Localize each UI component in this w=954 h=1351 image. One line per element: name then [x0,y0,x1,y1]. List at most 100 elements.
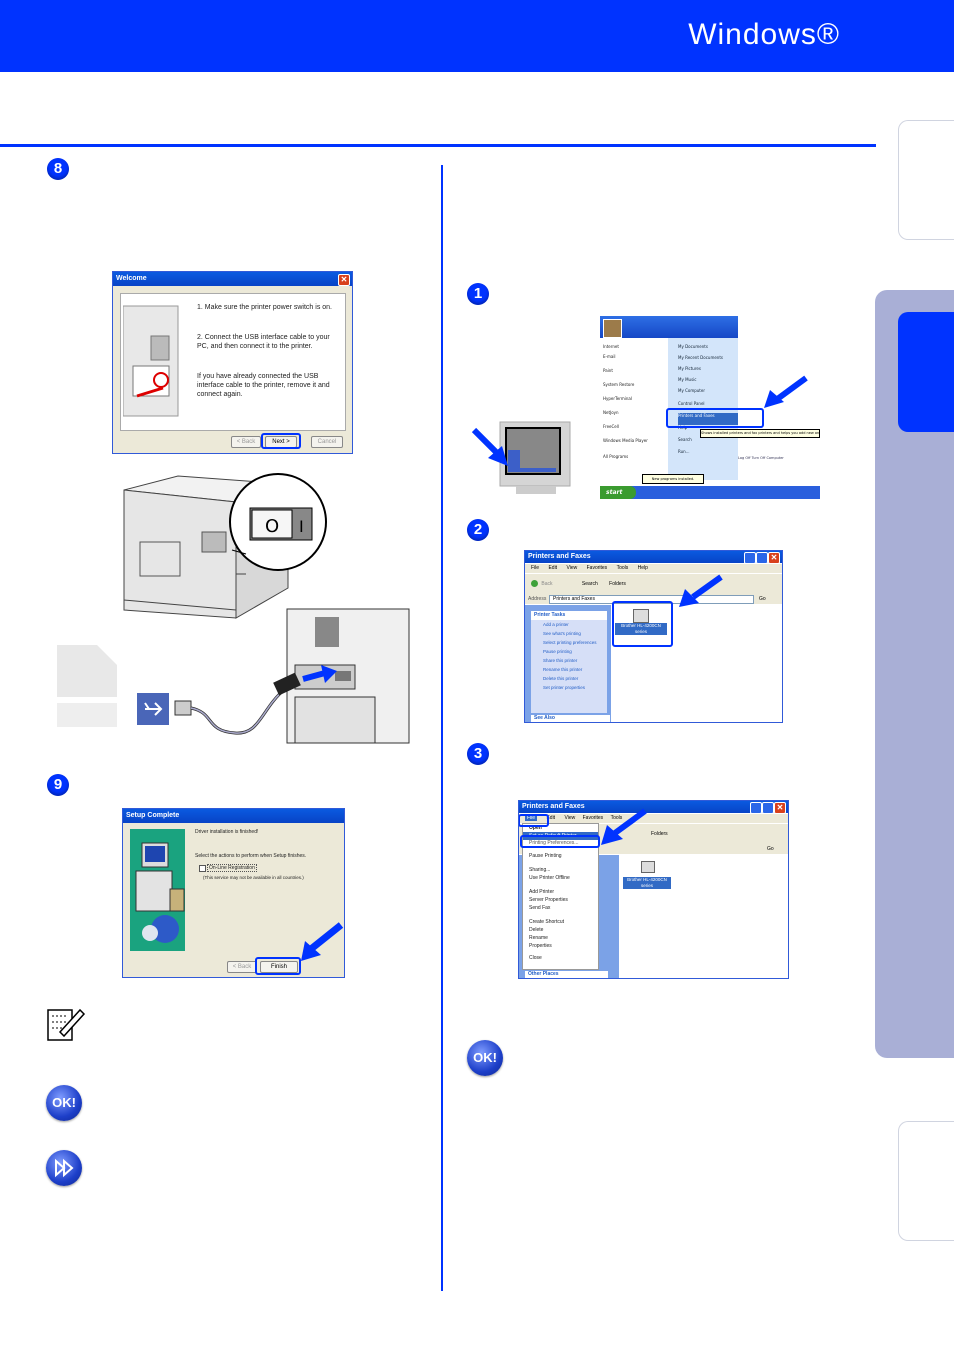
close-icon[interactable]: ✕ [768,552,780,564]
task-link[interactable]: Add a printer [543,622,569,627]
other-places-header[interactable]: Other Places [525,971,608,978]
close-icon[interactable]: ✕ [338,274,350,286]
maximize-icon[interactable] [762,802,774,814]
start-right-item[interactable]: My Documents [678,344,708,349]
start-menu-screenshot: Internet E-mail Paint System Restore Hyp… [600,316,820,499]
printer-tasks-header[interactable]: Printer Tasks [531,611,607,620]
welcome-content: 1. Make sure the printer power switch is… [120,293,346,431]
printer-item[interactable]: Brother HL-4200CN series [623,859,673,893]
maximize-icon[interactable] [756,552,768,564]
online-registration-checkbox[interactable] [199,865,206,872]
printer-item[interactable]: Brother HL-4200CN series [613,607,673,647]
menu-favorites[interactable]: Favorites [586,565,608,571]
finish-button[interactable]: Finish [260,961,298,973]
task-link[interactable]: Set printer properties [543,685,586,690]
start-right-item[interactable]: My Recent Documents [678,355,723,360]
note-icon [47,1008,86,1041]
menu-view[interactable]: View [566,565,578,571]
setup-note: (This service may not be available in al… [203,875,304,880]
task-link[interactable]: Rename this printer [543,667,583,672]
menu-item-open[interactable]: Open [529,825,542,831]
printers-and-faxes-item[interactable]: Printers and Faxes [678,413,738,425]
search-label[interactable]: Search [581,581,598,587]
task-link[interactable]: Share this printer [543,658,578,663]
start-item[interactable]: HyperTerminal [603,396,632,401]
start-item[interactable]: Internet [603,344,619,349]
menu-view[interactable]: View [564,815,576,821]
menu-item-create-shortcut[interactable]: Create Shortcut [529,919,565,925]
minimize-icon[interactable] [750,802,762,814]
start-item[interactable]: NetJoyn [603,410,619,415]
menu-item-sharing[interactable]: Sharing... [529,867,551,873]
start-menu-left: Internet E-mail Paint System Restore Hyp… [600,338,669,480]
start-right-item[interactable]: My Computer [678,388,705,393]
menu-item-preferences[interactable]: Printing Preferences... [529,840,579,846]
start-item[interactable]: Paint [603,368,613,373]
menu-edit[interactable]: Edit [546,815,556,821]
cancel-button[interactable]: Cancel [311,436,343,448]
next-steps-badge [46,1150,82,1186]
file-window-title: Printers and Faxes [522,803,585,810]
pointer-arrow-icon [601,808,647,845]
close-icon[interactable]: ✕ [774,802,786,814]
menu-file[interactable]: File [525,815,538,821]
side-tab-bottom [898,1121,954,1241]
address-input[interactable]: Printers and Faxes [549,595,754,604]
menu-item-add-printer[interactable]: Add Printer [529,889,555,895]
menu-favorites[interactable]: Favorites [582,815,604,821]
welcome-dialog-titlebar: Welcome ✕ [113,272,352,286]
start-right-item[interactable]: Search [678,437,692,442]
minimize-icon[interactable] [744,552,756,564]
menu-item-server-properties[interactable]: Server Properties [529,897,568,903]
menu-help[interactable]: Help [637,565,648,571]
menu-item-offline[interactable]: Use Printer Offline [529,875,570,881]
menu-item-properties[interactable]: Properties [529,943,552,949]
back-icon[interactable] [531,580,538,588]
task-link[interactable]: Delete this printer [543,676,579,681]
next-highlight [261,433,301,449]
menu-item-send-fax[interactable]: Send Fax [529,905,551,911]
menu-item-pause[interactable]: Pause Printing [529,853,562,859]
menu-item-delete[interactable]: Delete [529,927,544,933]
start-right-item[interactable]: My Pictures [678,366,701,371]
back-button[interactable]: < Back [231,436,261,448]
start-right-item[interactable]: Run... [678,449,690,454]
setup-line-1: Driver installation is finished! [195,829,259,835]
start-item[interactable]: System Restore [603,382,635,387]
page-header: Windows® [0,0,954,72]
menu-item-close[interactable]: Close [529,955,542,961]
start-right-item[interactable]: Control Panel [678,401,705,406]
horizontal-rule [0,144,876,147]
printer-label: Brother HL-4200CN series [623,877,671,889]
start-item[interactable]: E-mail [603,354,616,359]
task-list: Add a printer See what's printing Select… [531,620,607,692]
start-button[interactable]: start [600,486,636,499]
file-window-titlebar: Printers and Faxes ✕ [519,801,788,814]
printers-window-titlebar: Printers and Faxes ✕ [525,551,782,564]
log-off-text: Log Off Turn Off Computer [738,456,784,460]
balloon: New programs installed. [642,474,704,484]
see-also-header[interactable]: See Also [531,715,610,722]
start-item[interactable]: FreeCell [603,424,619,429]
all-programs[interactable]: All Programs [603,454,629,459]
menu-item-rename[interactable]: Rename [529,935,548,941]
start-right-item[interactable]: My Music [678,377,697,382]
start-menu-header [600,316,738,338]
go-button[interactable]: Go [759,596,766,602]
task-link[interactable]: Pause printing [543,649,572,654]
usb-cable-illustration [57,608,410,744]
printer-connection-illustration [123,305,179,417]
back-button[interactable]: < Back [227,961,257,973]
side-tab-active [898,312,954,432]
menu-edit[interactable]: Edit [548,565,558,571]
menu-tools[interactable]: Tools [610,815,623,821]
folders-label[interactable]: Folders [609,581,626,587]
start-item[interactable]: Windows Media Player [603,438,648,443]
menu-tools[interactable]: Tools [616,565,629,571]
menu-file[interactable]: File [531,565,540,571]
folders-label[interactable]: Folders [651,831,668,837]
task-link[interactable]: Select printing preferences [543,640,597,645]
task-link[interactable]: See what's printing [543,631,581,636]
go-button[interactable]: Go [767,846,774,852]
back-label[interactable]: Back [541,581,553,587]
